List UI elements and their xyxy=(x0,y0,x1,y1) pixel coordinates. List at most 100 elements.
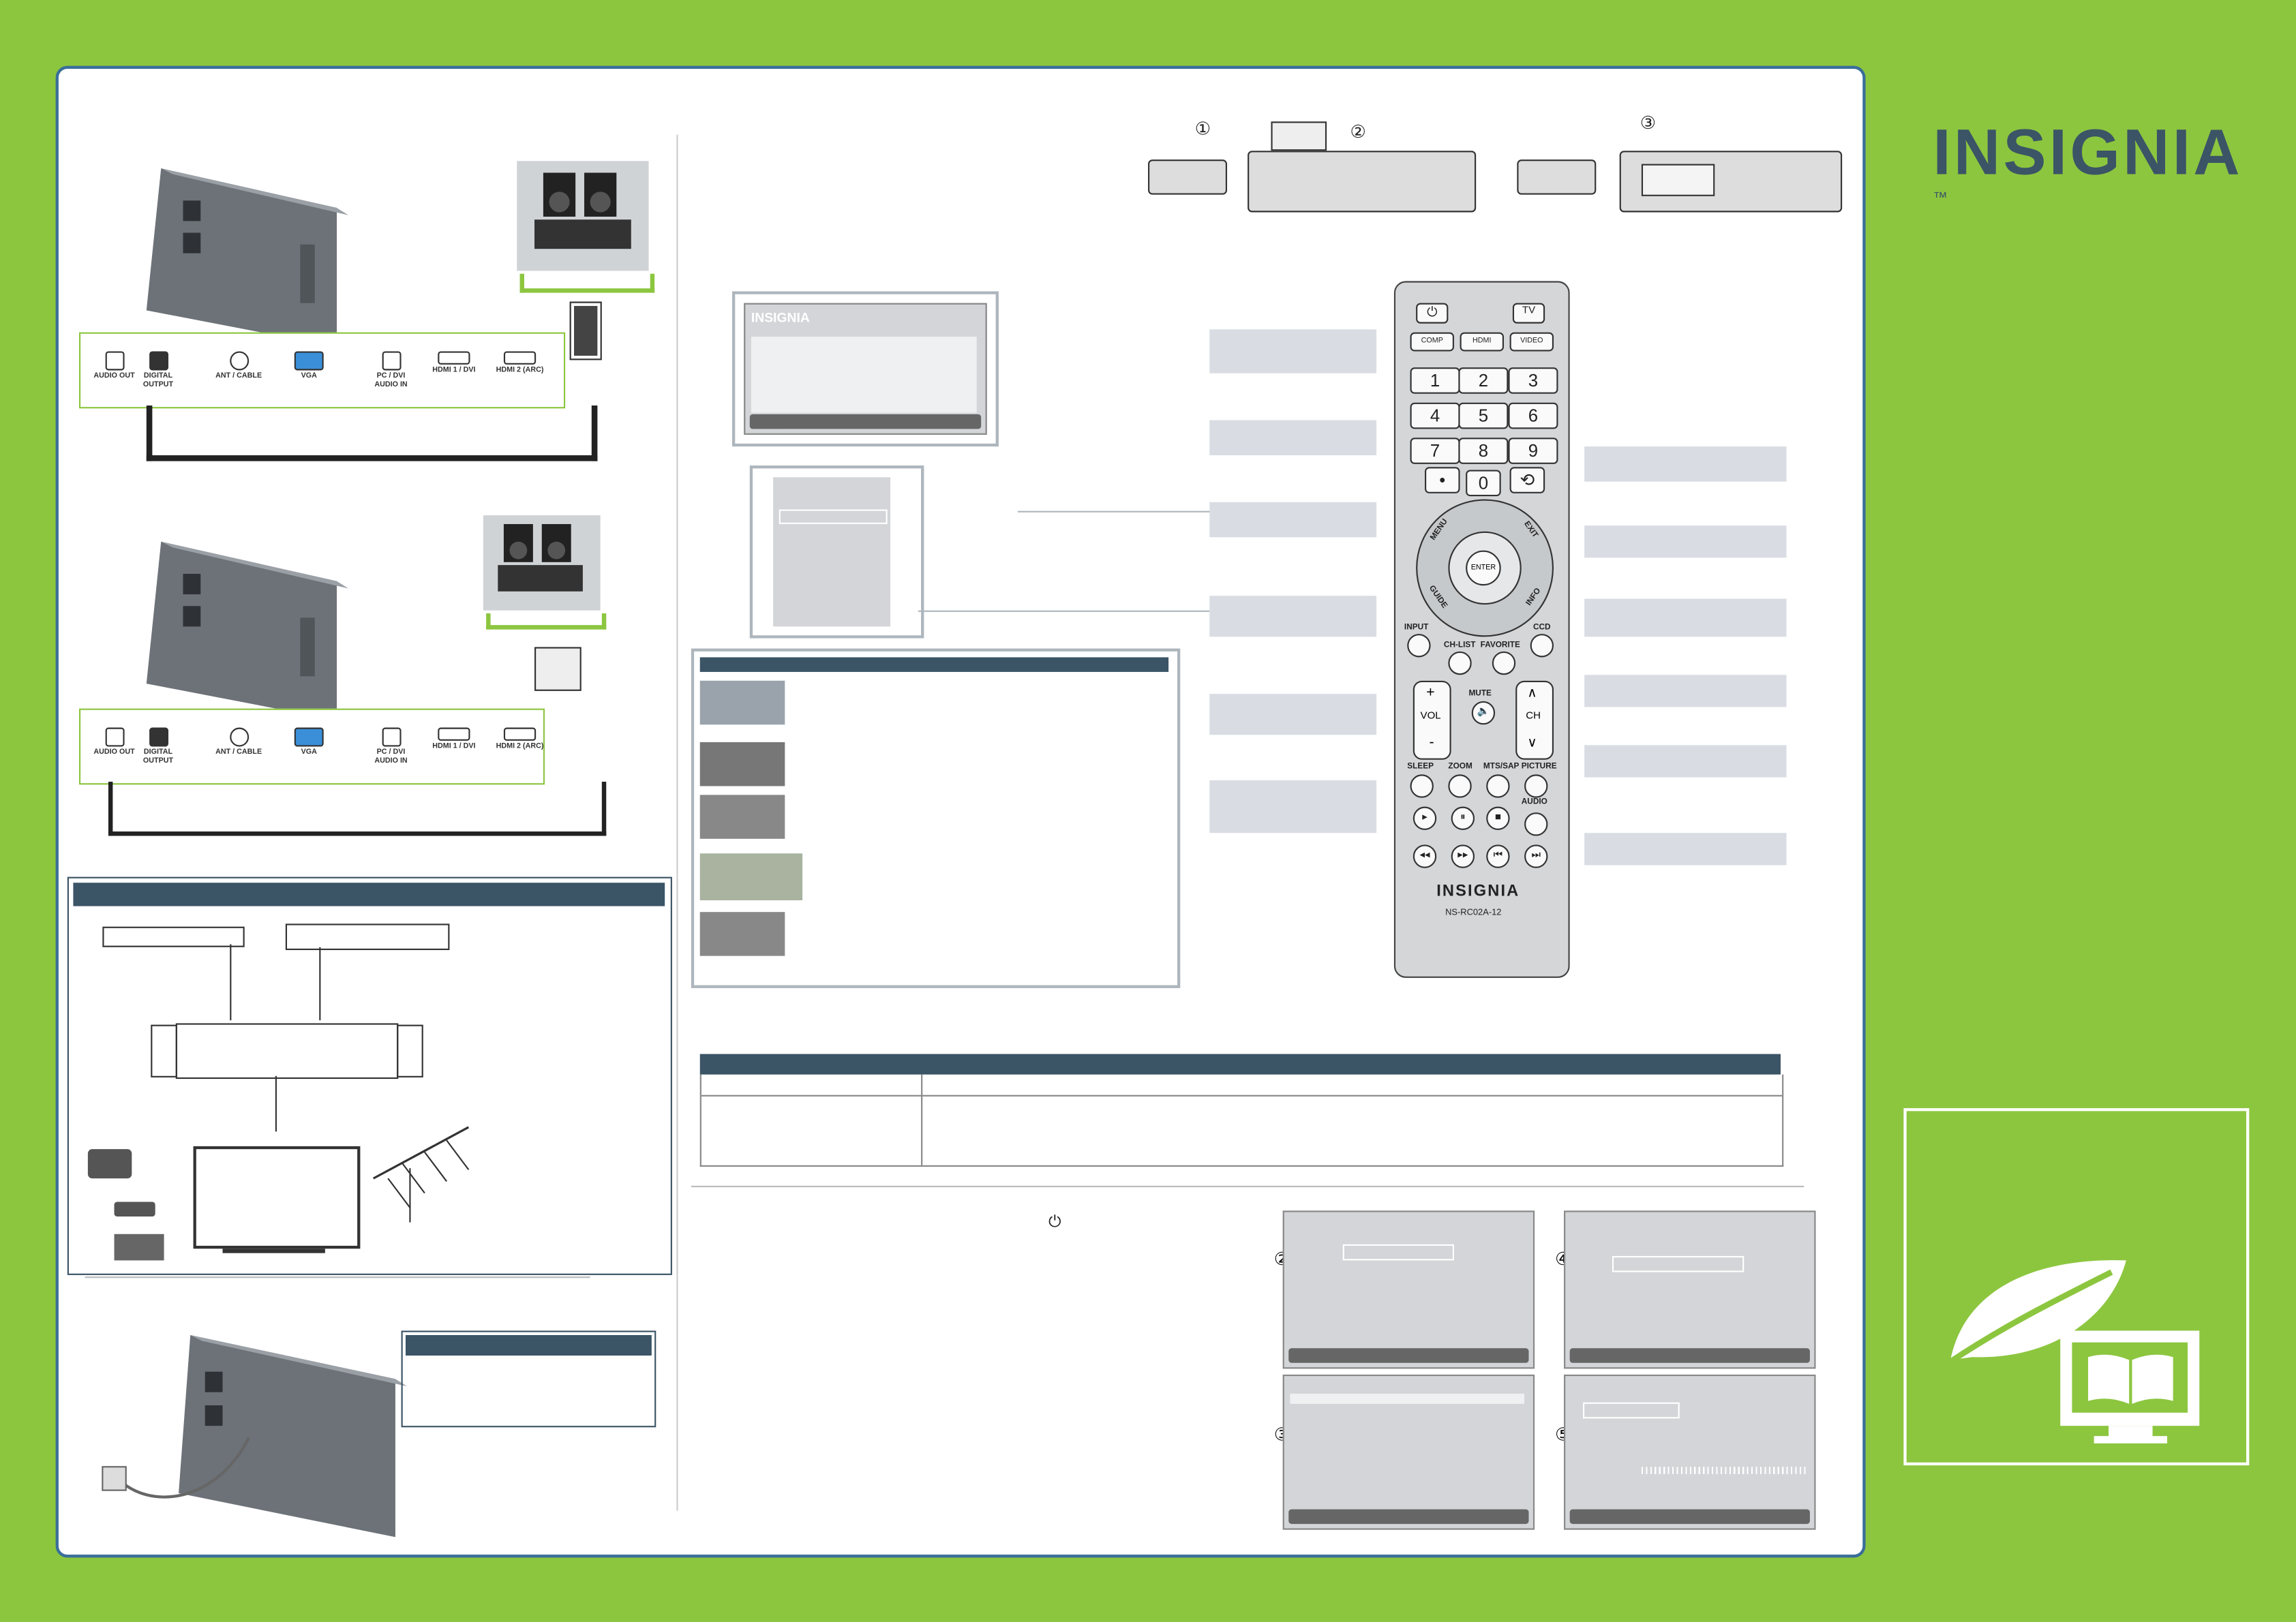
port-hdmi2[interactable]: HDMI 2 (ARC) xyxy=(491,727,549,752)
number-6-button[interactable]: 6 xyxy=(1508,402,1558,429)
osd-menu-connector xyxy=(1017,510,1377,512)
port-vga[interactable]: VGA xyxy=(286,351,333,382)
tv-front-icon xyxy=(193,1146,361,1249)
coax-jack-icon xyxy=(229,351,249,371)
port-hdmi1[interactable]: HDMI 1 / DVI xyxy=(425,727,483,752)
rewind-button[interactable]: ◂◂ xyxy=(1413,844,1437,868)
tv-stand-icon xyxy=(222,1249,325,1253)
callout-left-1 xyxy=(1209,329,1377,373)
favorite-label: FAVORITE xyxy=(1480,641,1520,650)
port-ant-cable[interactable]: ANT / CABLE xyxy=(209,727,268,758)
audio-button[interactable] xyxy=(1524,812,1548,836)
next-button[interactable]: ⏭ xyxy=(1524,844,1548,868)
number-4-button[interactable]: 4 xyxy=(1410,402,1460,429)
number-0-button[interactable]: 0 xyxy=(1466,470,1501,497)
tv-button[interactable]: TV xyxy=(1512,303,1545,324)
cable-box-icon xyxy=(285,923,450,951)
hdmi-button[interactable]: HDMI xyxy=(1460,332,1504,352)
speaker-system-photo-2 xyxy=(483,515,601,611)
osd-menu-frame: INSIGNIA xyxy=(732,291,999,447)
port-digital-output[interactable]: DIGITAL OUTPUT xyxy=(136,727,180,766)
callout-left-2 xyxy=(1209,420,1377,456)
recall-button[interactable]: ⟲ xyxy=(1509,467,1545,493)
input-label: INPUT xyxy=(1404,624,1429,632)
setup-screen-5-selected-option[interactable] xyxy=(1582,1402,1680,1419)
port-audio-out[interactable]: AUDIO OUT xyxy=(92,351,136,382)
play-button[interactable]: ▸ xyxy=(1413,806,1437,830)
battery-step-3-label: ③ xyxy=(1640,112,1656,134)
battery-icon xyxy=(1271,121,1327,151)
picture-mode-thumb-3 xyxy=(699,795,785,839)
fast-forward-button[interactable]: ▸▸ xyxy=(1451,844,1475,868)
osd-logo: INSIGNIA xyxy=(751,310,810,325)
mts-sap-button[interactable] xyxy=(1486,774,1510,798)
setup-screen-3-highlight[interactable] xyxy=(1290,1393,1525,1404)
previous-button[interactable]: ⏮ xyxy=(1486,844,1510,868)
port-audio-out[interactable]: AUDIO OUT xyxy=(92,727,136,758)
ccd-button[interactable] xyxy=(1530,634,1554,658)
port-digital-output[interactable]: DIGITAL OUTPUT xyxy=(136,351,180,390)
picture-mode-thumb-1 xyxy=(699,680,785,725)
usb-drive-icon xyxy=(114,1202,155,1216)
number-3-button[interactable]: 3 xyxy=(1508,367,1558,394)
port-vga[interactable]: VGA xyxy=(286,727,333,758)
setup-screen-4 xyxy=(1564,1210,1816,1369)
picture-button[interactable] xyxy=(1524,774,1548,798)
enter-button[interactable]: ENTER xyxy=(1466,550,1501,586)
favorite-button[interactable] xyxy=(1492,651,1516,675)
callout-left-3 xyxy=(1209,502,1377,538)
number-9-button[interactable]: 9 xyxy=(1508,438,1558,464)
setup-screen-4-selected-option[interactable] xyxy=(1612,1255,1744,1272)
port-hdmi2[interactable]: HDMI 2 (ARC) xyxy=(491,351,549,376)
dot-button[interactable]: • xyxy=(1425,467,1460,493)
remote-model: NS-RC02A-12 xyxy=(1445,908,1502,918)
number-1-button[interactable]: 1 xyxy=(1410,367,1460,394)
number-8-button[interactable]: 8 xyxy=(1458,438,1509,464)
ccd-label: CCD xyxy=(1532,624,1551,632)
mute-button[interactable]: 🔈 xyxy=(1471,701,1496,725)
setup-screen-4-footer xyxy=(1569,1348,1810,1363)
laptop-icon xyxy=(114,1234,164,1261)
port-hdmi1[interactable]: HDMI 1 / DVI xyxy=(425,351,483,376)
stop-button[interactable]: ■ xyxy=(1486,806,1510,830)
setup-screen-2-selected-option[interactable] xyxy=(1342,1244,1454,1261)
port-ant-cable[interactable]: ANT / CABLE xyxy=(209,351,268,382)
number-7-button[interactable]: 7 xyxy=(1410,438,1460,464)
vga-port-icon xyxy=(294,727,324,747)
picture-mode-header xyxy=(699,657,1169,672)
number-2-button[interactable]: 2 xyxy=(1458,367,1509,394)
tv-back-illustration-1 xyxy=(146,168,349,348)
vol-up-icon: + xyxy=(1426,685,1435,701)
callout-right-3 xyxy=(1584,598,1787,637)
ch-list-button[interactable] xyxy=(1448,651,1472,675)
callout-right-5 xyxy=(1584,745,1787,778)
video-button[interactable]: VIDEO xyxy=(1509,332,1554,352)
callout-right-2 xyxy=(1584,525,1787,558)
number-5-button[interactable]: 5 xyxy=(1458,402,1509,429)
digital-cable xyxy=(146,405,598,461)
comp-button[interactable]: COMP xyxy=(1410,332,1454,352)
vol-rocker[interactable]: + VOL - xyxy=(1413,680,1451,760)
hdmi-port-icon xyxy=(503,727,537,741)
pause-button[interactable]: ⏸ xyxy=(1451,806,1475,830)
zoom-button[interactable] xyxy=(1448,774,1472,798)
remote-back-3 xyxy=(1619,151,1843,213)
power-button[interactable]: ⏻ xyxy=(1416,303,1449,324)
recall-icon: ⟲ xyxy=(1520,470,1535,491)
camcorder-icon xyxy=(87,1149,132,1179)
specs-section-underline xyxy=(691,1185,1804,1188)
ch-rocker[interactable]: ∧ CH ∨ xyxy=(1515,680,1554,760)
input-button[interactable] xyxy=(1407,634,1431,658)
callout-left-5 xyxy=(1209,694,1377,735)
remote-back-1 xyxy=(1248,151,1477,213)
port-pc-audio-in[interactable]: PC / DVI AUDIO IN xyxy=(366,727,416,766)
port-pc-audio-in[interactable]: PC / DVI AUDIO IN xyxy=(366,351,416,390)
sleep-button[interactable] xyxy=(1410,774,1434,798)
left-speaker-icon xyxy=(151,1024,177,1077)
next-icon: ⏭ xyxy=(1531,850,1541,861)
ch-up-icon: ∧ xyxy=(1527,685,1537,700)
callout-right-1 xyxy=(1584,446,1787,482)
hdmi-port-icon xyxy=(438,727,470,741)
green-bracket-1 xyxy=(519,273,655,293)
specs-table-header xyxy=(699,1054,1781,1075)
